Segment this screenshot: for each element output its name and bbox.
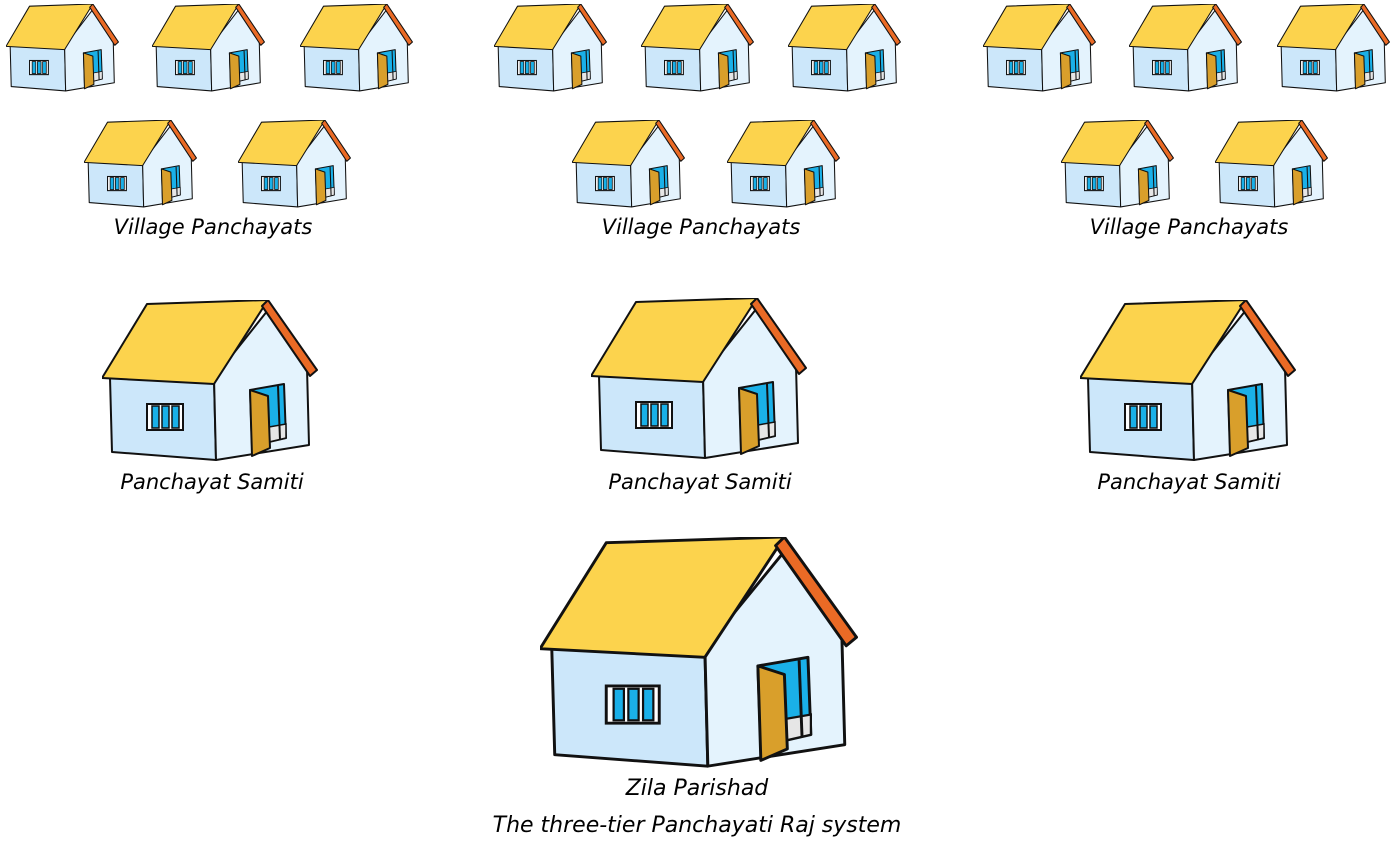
panchayat-samiti-label: Panchayat Samiti [608,472,791,493]
village-house [1061,120,1174,208]
zila-parishad-house [540,537,858,769]
village-panchayats-label: Village Panchayats [602,217,801,238]
village-house [84,120,197,208]
village-house [238,120,351,208]
panchayat-samiti-label: Panchayat Samiti [120,472,303,493]
panchayat-samiti-label: Panchayat Samiti [1097,472,1280,493]
samiti-house [1080,300,1296,462]
village-house [983,4,1096,92]
zila-parishad-label: Zila Parishad [626,778,769,800]
village-panchayats-label: Village Panchayats [1090,217,1289,238]
village-house [300,4,413,92]
village-house [6,4,119,92]
village-house [572,120,685,208]
village-house [1277,4,1390,92]
samiti-house [102,300,318,462]
samiti-house [591,298,807,460]
village-house [494,4,607,92]
village-panchayats-label: Village Panchayats [114,217,313,238]
village-house [1215,120,1328,208]
village-house [152,4,265,92]
figure-caption: The three-tier Panchayati Raj system [493,815,902,837]
village-house [727,120,840,208]
village-house [788,4,901,92]
village-house [1129,4,1242,92]
village-house [641,4,754,92]
